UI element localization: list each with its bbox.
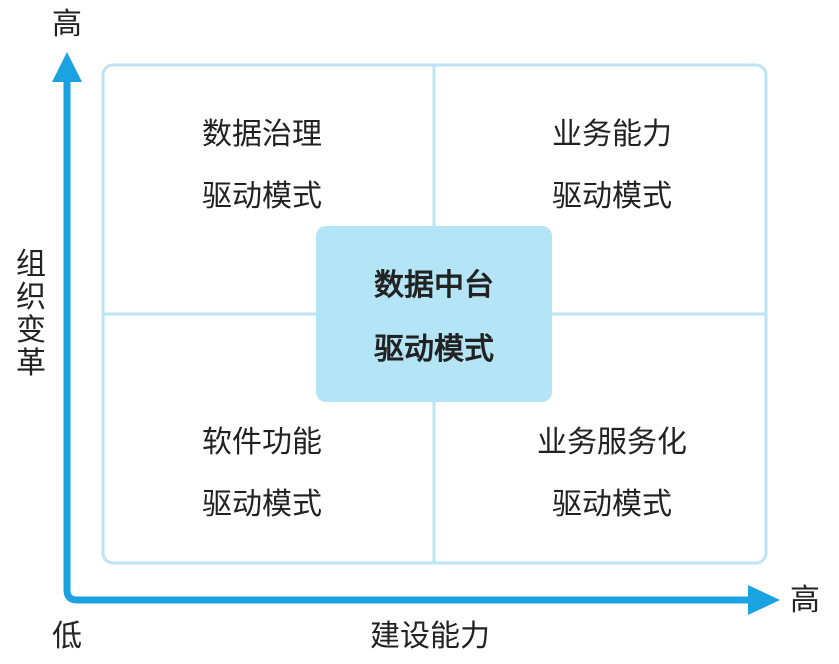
quadrant-subtitle: 驱动模式	[552, 179, 672, 214]
center-subtitle: 驱动模式	[374, 332, 494, 367]
y-axis-arrow-icon	[52, 52, 82, 82]
y-axis-title-char: 变	[16, 313, 46, 348]
quadrant-top-right: 业务能力 驱动模式	[512, 104, 712, 228]
y-axis-title-char: 革	[16, 346, 46, 381]
x-axis-arrow-icon	[748, 585, 780, 615]
x-axis-high-label: 高	[790, 583, 820, 618]
quadrant-bottom-left: 软件功能 驱动模式	[162, 412, 362, 536]
quadrant-subtitle: 驱动模式	[202, 487, 322, 522]
y-axis-title: 组 织 变 革	[14, 248, 48, 380]
x-axis-title: 建设能力	[370, 619, 490, 654]
quadrant-title: 数据治理	[202, 117, 322, 152]
y-axis-high-label: 高	[52, 7, 82, 42]
origin-low-label: 低	[52, 619, 82, 654]
y-axis-title-char: 组	[16, 247, 46, 282]
quadrant-subtitle: 驱动模式	[552, 487, 672, 522]
quadrant-title: 软件功能	[202, 425, 322, 460]
quadrant-subtitle: 驱动模式	[202, 179, 322, 214]
axes-line	[63, 78, 752, 604]
quadrant-top-left: 数据治理 驱动模式	[162, 104, 362, 228]
quadrant-title: 业务能力	[552, 117, 672, 152]
center-title: 数据中台	[374, 268, 494, 303]
y-axis-title-char: 织	[16, 280, 46, 315]
center-highlight-box	[316, 226, 552, 402]
quadrant-title: 业务服务化	[537, 425, 687, 460]
quadrant-bottom-right: 业务服务化 驱动模式	[512, 412, 712, 536]
center-label: 数据中台 驱动模式	[316, 254, 552, 382]
